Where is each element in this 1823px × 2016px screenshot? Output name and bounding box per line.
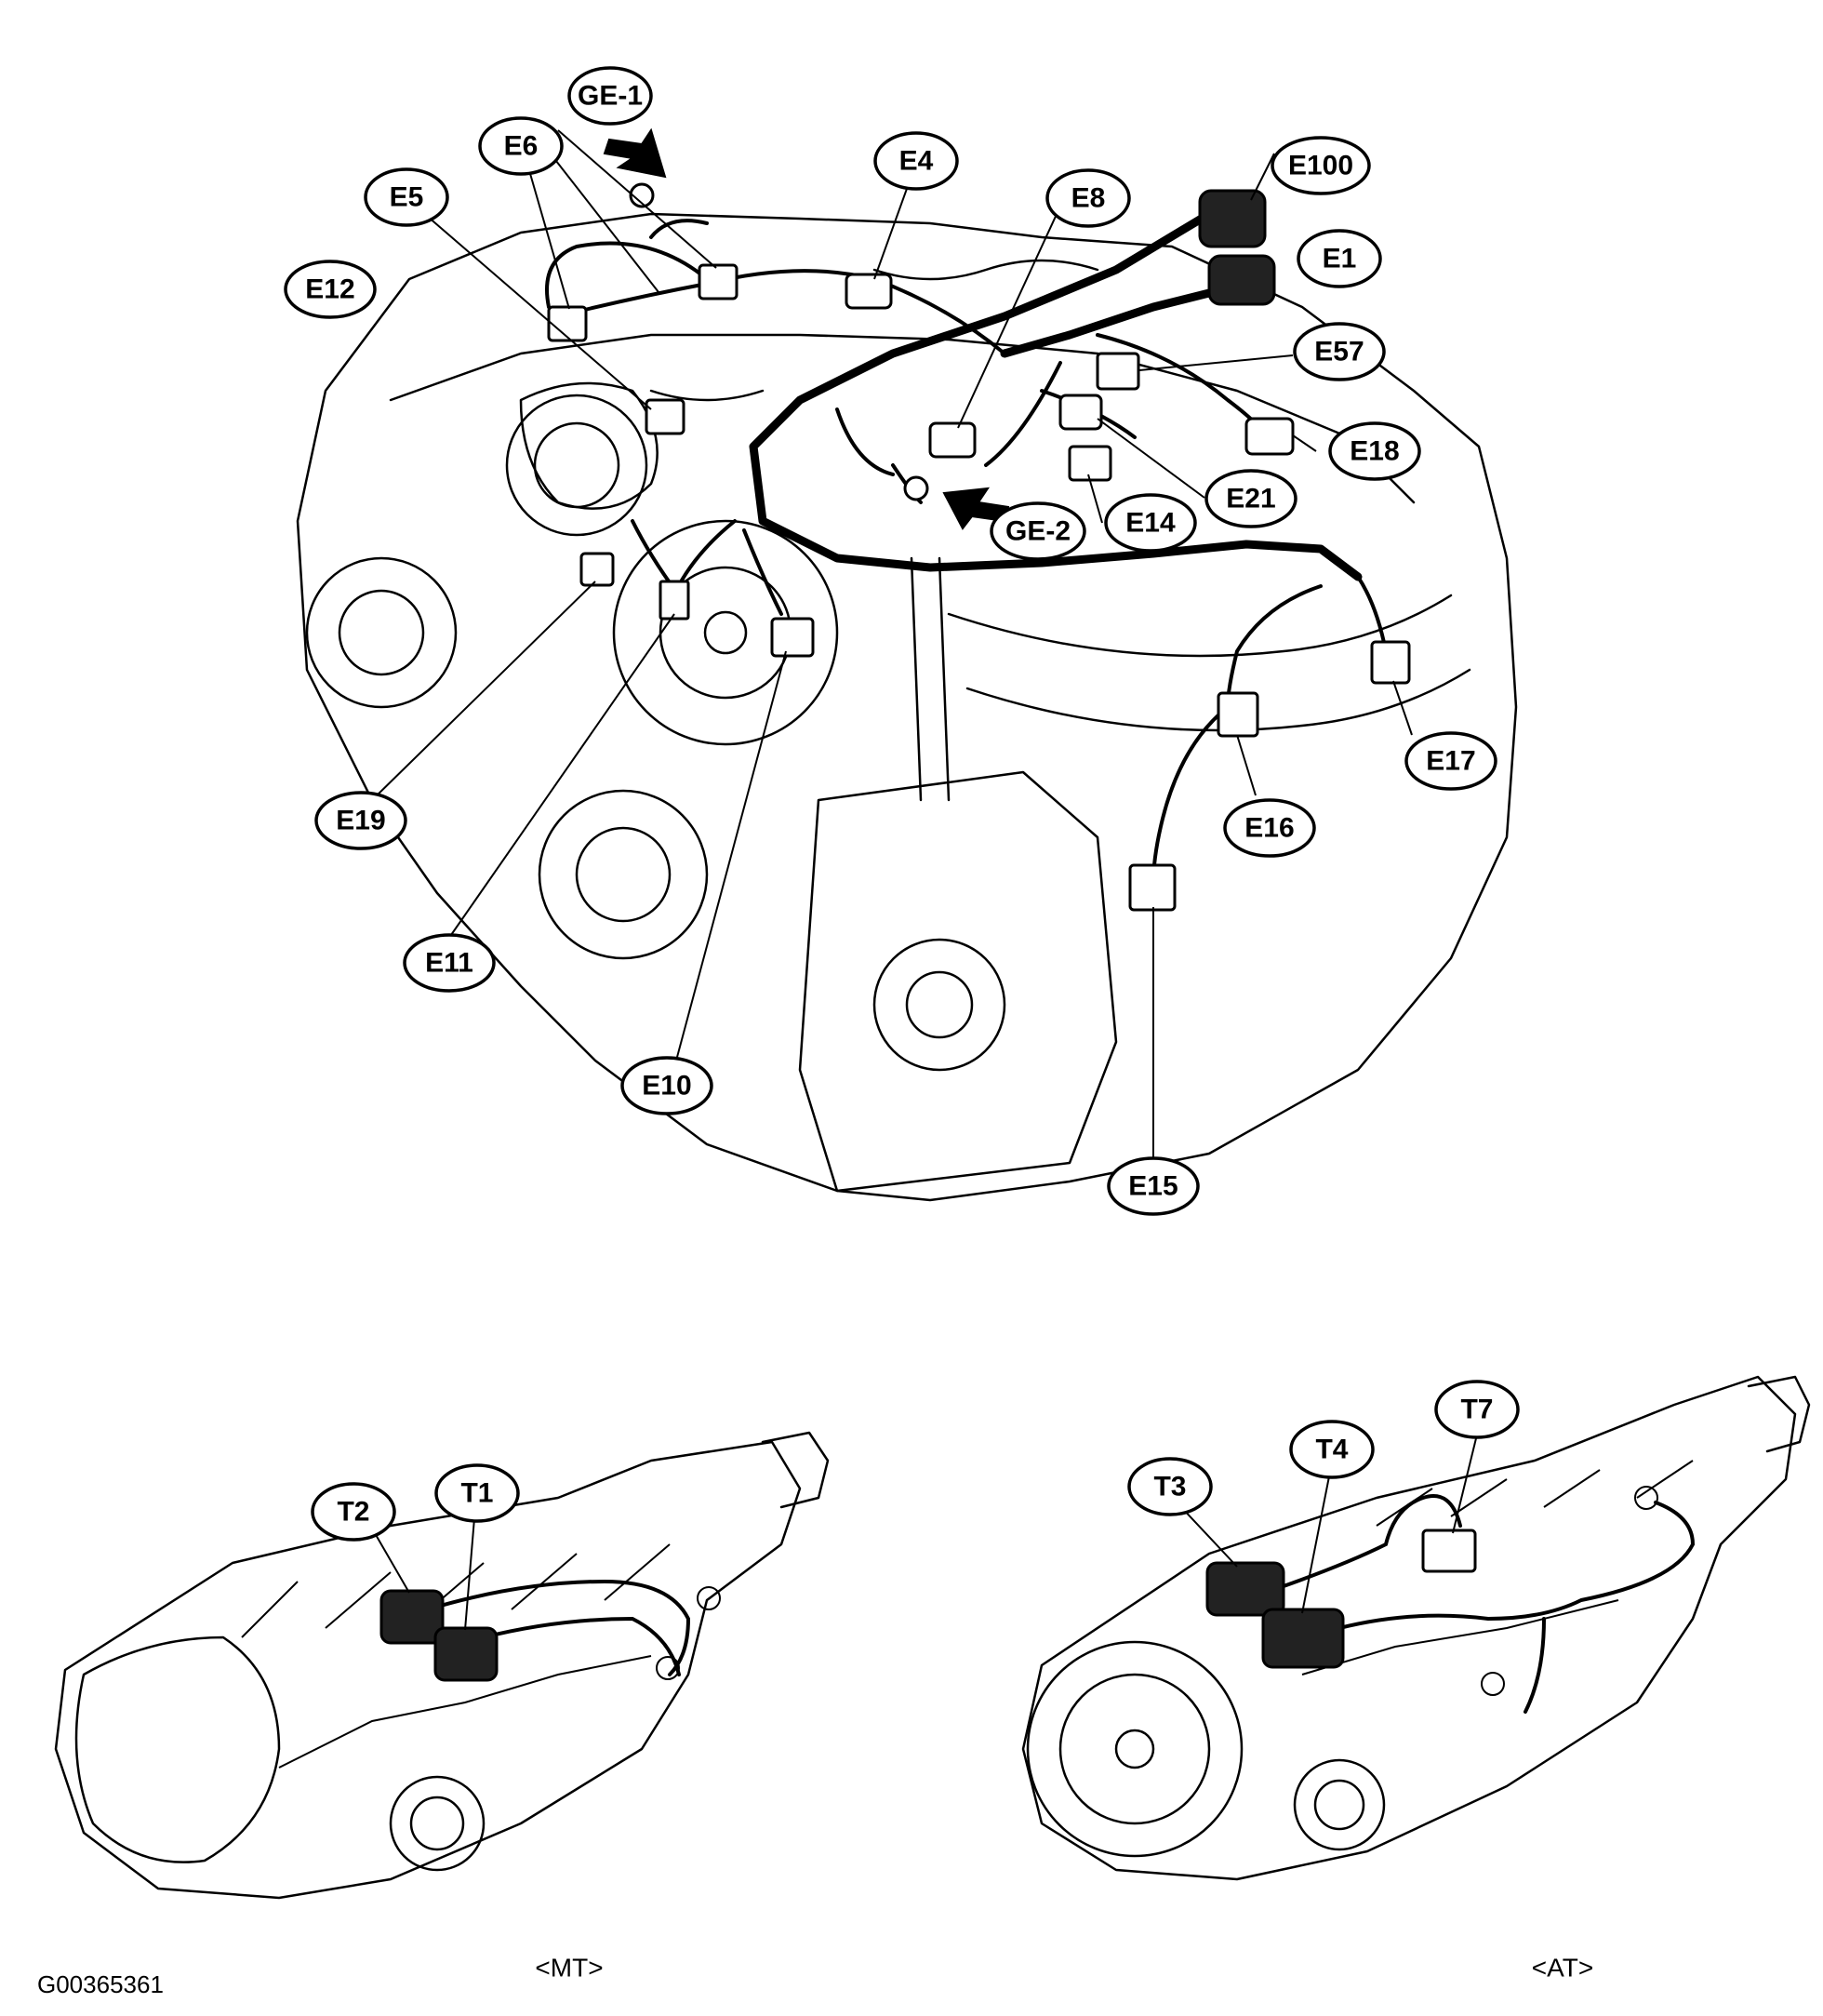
callout-e1-label: E1 [1323, 244, 1357, 274]
callout-e21-label: E21 [1226, 484, 1275, 514]
connector-e12 [645, 398, 685, 435]
callout-e12: E12 [284, 260, 377, 319]
connector-t3 [1205, 1561, 1285, 1617]
connector-e11 [659, 580, 690, 621]
callout-e18: E18 [1328, 421, 1421, 481]
ge1-arrow-icon [603, 127, 667, 179]
callout-t4-label: T4 [1315, 1435, 1348, 1465]
connector-t4 [1261, 1608, 1345, 1669]
callout-e6-label: E6 [504, 131, 539, 162]
callout-e100-label: E100 [1288, 151, 1353, 181]
at-callouts: T3 T4 T7 [1127, 1380, 1520, 1614]
mt-callouts: T2 T1 [311, 1463, 520, 1631]
mt-caption: <MT> [535, 1954, 603, 1983]
connector-e14 [1068, 445, 1112, 482]
connector-t2 [379, 1589, 445, 1645]
callout-e5: E5 [364, 167, 449, 227]
mt-wiring-harness [379, 1579, 721, 1682]
callout-e8: E8 [1045, 168, 1131, 228]
connector-e15 [1128, 863, 1177, 912]
connector-e4 [845, 273, 893, 310]
at-caption: <AT> [1532, 1954, 1593, 1983]
callout-e14-label: E14 [1125, 508, 1176, 539]
callout-t1-label: T1 [460, 1478, 493, 1509]
callout-e15: E15 [1107, 1156, 1200, 1216]
callout-ge-1-label: GE-1 [578, 81, 643, 112]
callout-e14: E14 [1104, 493, 1197, 553]
callout-ge-1: GE-1 [567, 66, 653, 126]
connector-t7 [1421, 1529, 1477, 1573]
connector-e10 [770, 617, 815, 658]
connector-e19 [579, 552, 615, 587]
connector-e21 [1058, 394, 1103, 431]
callout-e18-label: E18 [1350, 436, 1399, 467]
callout-t3-label: T3 [1153, 1472, 1186, 1502]
engine-connectors [547, 182, 1411, 912]
callout-e6: E6 [478, 116, 564, 176]
callout-e57: E57 [1293, 322, 1386, 381]
callout-e4-label: E4 [899, 146, 934, 177]
callout-e15-label: E15 [1128, 1171, 1178, 1202]
callout-e100: E100 [1271, 136, 1371, 195]
connector-t1 [433, 1626, 499, 1682]
ground-arrows [603, 127, 1010, 530]
callout-e17-label: E17 [1426, 746, 1475, 777]
callout-t3: T3 [1127, 1457, 1213, 1516]
ge2-arrow-icon [942, 487, 1010, 530]
callout-e16: E16 [1223, 798, 1316, 858]
callout-e4: E4 [873, 131, 959, 191]
automatic-transmission-illustration [1021, 1375, 1811, 1881]
callout-ge-2-label: GE-2 [1005, 516, 1071, 547]
connector-e8 [928, 421, 977, 459]
callout-t7-label: T7 [1460, 1395, 1493, 1425]
callout-t4: T4 [1289, 1420, 1375, 1479]
connector-e18 [1244, 417, 1295, 456]
callout-e21: E21 [1204, 469, 1297, 528]
engine-illustration [296, 212, 1518, 1202]
callout-e12-label: E12 [305, 274, 354, 305]
callout-e1: E1 [1297, 229, 1382, 288]
connector-e6 [698, 263, 739, 300]
callout-e5-label: E5 [390, 182, 424, 213]
callout-e17: E17 [1404, 731, 1497, 791]
at-wiring-harness [1205, 1486, 1696, 1714]
callout-e57-label: E57 [1314, 337, 1364, 367]
ground-terminal-ge2 [903, 475, 929, 501]
callout-e11: E11 [403, 933, 496, 993]
connector-e1 [1207, 254, 1276, 306]
ground-terminal-ge1 [629, 182, 655, 208]
callout-e8-label: E8 [1071, 183, 1106, 214]
connector-e16 [1217, 691, 1259, 738]
callout-e10-label: E10 [642, 1071, 691, 1101]
connector-e17 [1370, 640, 1411, 685]
callout-e10: E10 [620, 1056, 713, 1115]
connector-e5 [547, 305, 588, 342]
callout-t2: T2 [311, 1482, 396, 1542]
callout-t7: T7 [1434, 1380, 1520, 1439]
connector-e57 [1096, 352, 1140, 391]
callout-ge-2: GE-2 [990, 501, 1086, 561]
engine-wiring-harness [545, 209, 1388, 886]
callout-t2-label: T2 [337, 1497, 369, 1528]
engine-callouts: GE-1 E6 E5 E12 E4 E8 E100 E1 [284, 66, 1497, 1216]
callout-t1: T1 [434, 1463, 520, 1523]
figure-id: G00365361 [37, 1970, 164, 1998]
manual-transmission-illustration [54, 1431, 830, 1900]
callout-e19: E19 [314, 791, 407, 850]
callout-e19-label: E19 [336, 806, 385, 836]
callout-e16-label: E16 [1244, 813, 1294, 844]
connector-e100 [1198, 189, 1267, 248]
callout-e11-label: E11 [425, 948, 473, 979]
